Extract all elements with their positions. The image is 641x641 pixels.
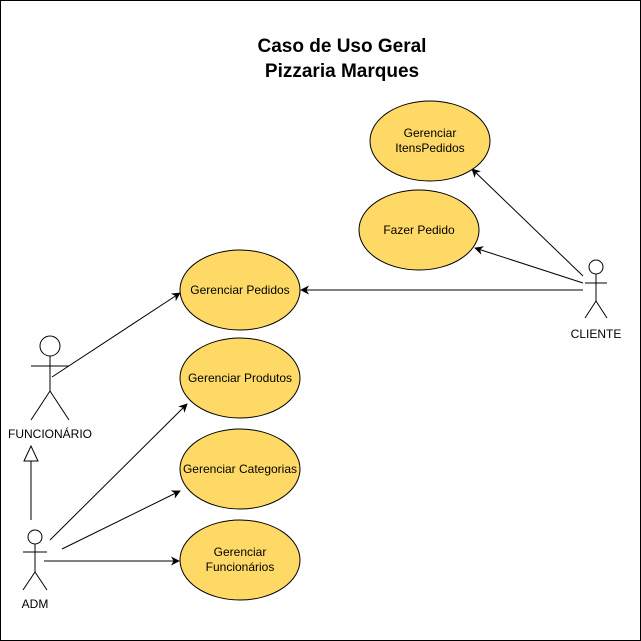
use-case-gerenciar-itens-pedidos[interactable]: Gerenciar ItensPedidos: [369, 100, 491, 182]
actor-label-funcionario: FUNCIONÁRIO: [8, 426, 92, 441]
use-case-fazer-pedido[interactable]: Fazer Pedido: [358, 189, 480, 271]
use-case-label: ItensPedidos: [395, 141, 464, 155]
actor-funcionario[interactable]: [30, 335, 70, 421]
actor-head-icon: [39, 335, 61, 357]
actor-head-icon: [27, 529, 43, 545]
use-case-label: Gerenciar Categorias: [183, 462, 297, 476]
actor-label-adm: ADM: [22, 597, 49, 611]
association-adm-gerenciar-categorias: [61, 490, 181, 550]
generalization-arrowhead: [23, 444, 39, 462]
use-case-gerenciar-funcionarios[interactable]: Gerenciar Funcionários: [179, 519, 301, 601]
use-case-label: Gerenciar: [404, 126, 457, 140]
actor-label-cliente: CLIENTE: [571, 327, 622, 341]
actor-adm[interactable]: [22, 529, 48, 591]
use-case-gerenciar-categorias[interactable]: Gerenciar Categorias: [179, 428, 301, 510]
use-case-label: Gerenciar: [214, 545, 267, 559]
association-adm-gerenciar-produtos: [49, 403, 188, 541]
diagram-title-line-1: Caso de Uso Geral: [258, 36, 427, 57]
use-case-gerenciar-pedidos[interactable]: Gerenciar Pedidos: [179, 249, 301, 331]
use-case-label: Gerenciar Pedidos: [190, 283, 289, 297]
association-cliente-itens-pedidos: [471, 168, 584, 277]
use-case-label: Funcionários: [206, 560, 275, 574]
association-funcionario-gerenciar-pedidos: [51, 292, 181, 378]
association-cliente-fazer-pedido: [474, 246, 584, 284]
diagram-title-line-2: Pizzaria Marques: [265, 61, 419, 82]
actor-cliente[interactable]: [584, 259, 608, 319]
use-case-label: Fazer Pedido: [383, 223, 455, 237]
actor-head-icon: [588, 259, 604, 275]
use-case-gerenciar-produtos[interactable]: Gerenciar Produtos: [179, 337, 301, 419]
use-case-label: Gerenciar Produtos: [188, 371, 292, 385]
